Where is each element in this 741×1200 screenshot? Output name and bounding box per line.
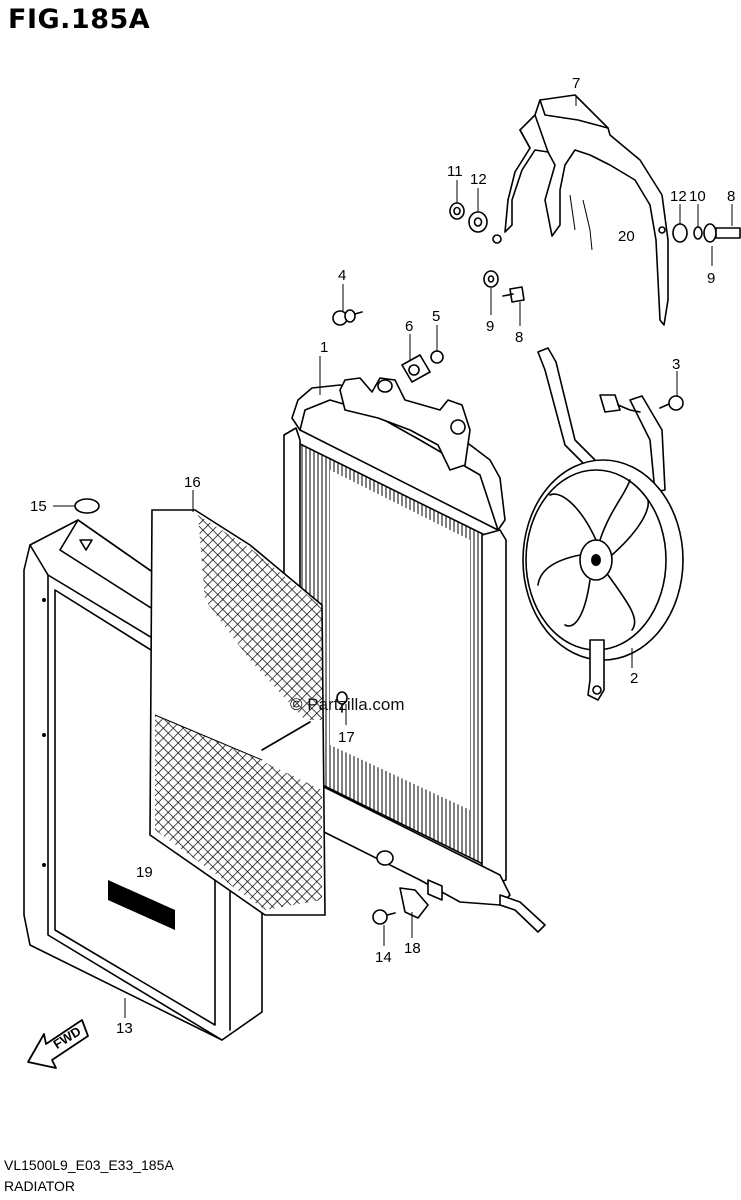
- shroud-cover-part-7: [492, 94, 669, 326]
- callout-20: 20: [618, 228, 635, 245]
- callout-5: 5: [432, 308, 440, 325]
- watermark: © Partzilla.com: [290, 695, 405, 714]
- callout-12-right: 12: [670, 188, 687, 205]
- shroud-fasteners: [449, 202, 741, 303]
- leader-lines: [53, 95, 733, 1018]
- footer-model-code: VL1500L9_E03_E33_185A: [4, 1157, 174, 1173]
- grommet-part-6: [401, 354, 431, 383]
- callout-13: 13: [116, 1020, 133, 1037]
- callout-14: 14: [375, 949, 392, 966]
- footer-section-name: RADIATOR: [4, 1178, 76, 1194]
- callout-9-lower: 9: [486, 318, 494, 335]
- clip-part-17: [336, 691, 348, 713]
- callout-8: 8: [727, 188, 735, 205]
- collar-part-5: [430, 350, 444, 364]
- radiator-screen-part-16: [149, 509, 326, 916]
- screw-part-14: [372, 909, 396, 925]
- callout-3: 3: [672, 356, 680, 373]
- callout-6: 6: [405, 318, 413, 335]
- callout-9: 9: [707, 270, 715, 287]
- callout-2: 2: [630, 670, 638, 687]
- callout-10: 10: [689, 188, 706, 205]
- callout-4: 4: [338, 267, 346, 284]
- callout-1: 1: [320, 339, 328, 356]
- figure-title: FIG.185A: [8, 4, 151, 35]
- callout-12: 12: [470, 171, 487, 188]
- callout-7: 7: [572, 75, 580, 92]
- callout-16: 16: [184, 474, 201, 491]
- callout-11: 11: [447, 163, 463, 180]
- clamp-part-18: [399, 887, 429, 919]
- callout-8-lower: 8: [515, 329, 523, 346]
- fan-assembly-part-2: [522, 347, 684, 701]
- callout-15: 15: [30, 498, 47, 515]
- callout-numbers: 1 2 3 4 5 6 7 8 9 10 11 12 13 14 15 16 1…: [30, 75, 735, 1037]
- callout-18: 18: [404, 940, 421, 957]
- fwd-arrow: FWD: [27, 1019, 89, 1069]
- bolt-part-3: [659, 395, 684, 411]
- grommet-part-15: [74, 498, 100, 514]
- bolt-part-4: [332, 309, 363, 326]
- callout-17: 17: [338, 729, 355, 746]
- callout-19: 19: [136, 864, 153, 881]
- label-part-19: [108, 880, 175, 930]
